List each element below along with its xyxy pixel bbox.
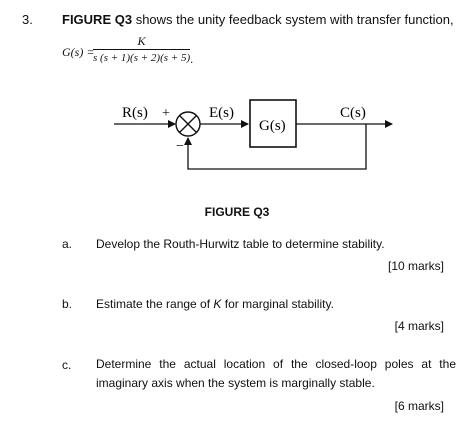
part-b-text: Estimate the range of K for marginal sta…: [96, 297, 334, 311]
feedback-path: [184, 124, 367, 170]
question-intro: FIGURE Q3 shows the unity feedback syste…: [62, 12, 454, 27]
error-label: E(s): [209, 105, 234, 121]
summing-junction: [175, 111, 201, 137]
fraction-bar: [93, 49, 190, 50]
minus-sign: −: [176, 139, 184, 154]
figure-caption: FIGURE Q3: [204, 205, 270, 219]
part-c-marks: [6 marks]: [394, 399, 444, 413]
part-b-marks: [4 marks]: [394, 319, 444, 333]
tf-denominator: s (s + 1)(s + 2)(s + 5): [93, 52, 191, 64]
tf-end-dot: .: [190, 52, 194, 66]
output-label: C(s): [340, 105, 366, 121]
part-b-text-after: for marginal stability.: [221, 297, 334, 311]
part-b-letter: b.: [62, 297, 73, 311]
question-number: 3.: [22, 12, 33, 27]
input-label: R(s): [122, 105, 148, 121]
part-c-text: Determine the actual location of the clo…: [96, 357, 456, 390]
part-a-letter: a.: [62, 237, 73, 251]
block-label: G(s): [259, 118, 286, 134]
intro-text: shows the unity feedback system with tra…: [132, 12, 454, 27]
figure-reference: FIGURE Q3: [62, 12, 133, 27]
block-diagram: R(s) + − E(s) G(s) C(s): [114, 99, 393, 170]
transfer-function-fraction: K s (s + 1)(s + 2)(s + 5): [93, 34, 190, 65]
tf-numerator: K: [137, 34, 146, 48]
transfer-function-lhs: G(s) =: [62, 45, 95, 59]
plus-sign: +: [162, 106, 170, 121]
part-c-letter: c.: [62, 358, 72, 372]
part-a-marks: [10 marks]: [387, 259, 444, 273]
part-a-text: Develop the Routh-Hurwitz table to deter…: [96, 237, 385, 251]
part-b-text-before: Estimate the range of: [96, 297, 214, 311]
part-b-variable: K: [213, 297, 222, 311]
